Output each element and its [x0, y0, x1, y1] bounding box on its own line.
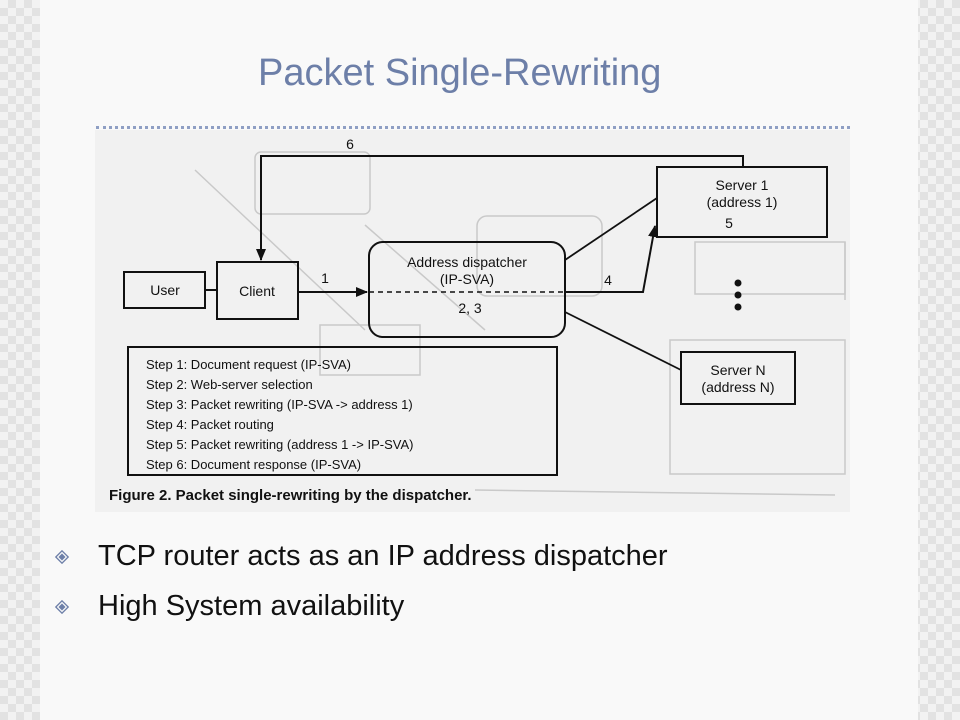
server-1-title: Server 1: [716, 177, 769, 193]
ghost-client-box: [694, 241, 846, 295]
steps-box: [127, 346, 558, 476]
step-1: Step 1: Document request (IP-SVA): [146, 357, 351, 372]
dispatcher-address: (IP-SVA): [440, 271, 494, 287]
user-label: User: [150, 282, 180, 298]
scan-bleed-through: [194, 151, 846, 496]
line-dispatcher-server-n: [564, 311, 682, 371]
figure-diagram: User Client Address dispatcher (IP-SVA) …: [109, 136, 846, 504]
arrow-server-to-client: [256, 155, 744, 261]
bullet-item: High System availability: [52, 584, 668, 634]
step-5: Step 5: Packet rewriting (address 1 -> I…: [146, 437, 413, 452]
ghost-line-a: [194, 169, 366, 331]
server-n-address: (address N): [701, 379, 774, 395]
server-ellipsis-dot-3: [734, 303, 742, 311]
diamond-bullet-icon: [55, 600, 69, 614]
title-divider: [96, 126, 850, 129]
bullet-text: TCP router acts as an IP address dispatc…: [98, 540, 668, 572]
arrow-dispatcher-to-server-1: [565, 225, 658, 293]
server-ellipsis-dot-2: [734, 291, 742, 299]
server-1-step: 5: [725, 215, 733, 231]
arrow-6-label: 6: [346, 136, 354, 152]
server-n-box: [680, 351, 796, 405]
ghost-caption-line: [474, 489, 836, 496]
server-n-title: Server N: [710, 362, 765, 378]
server-1-address: (address 1): [707, 194, 778, 210]
slide-title: Packet Single-Rewriting: [258, 52, 662, 94]
step-3: Step 3: Packet rewriting (IP-SVA -> addr…: [146, 397, 413, 412]
client-label: Client: [239, 283, 275, 299]
bullet-list: TCP router acts as an IP address dispatc…: [52, 534, 668, 634]
step-4: Step 4: Packet routing: [146, 417, 274, 432]
ghost-steps-box: [669, 339, 846, 475]
dispatcher-steps: 2, 3: [458, 300, 482, 316]
diamond-bullet-icon: [55, 550, 69, 564]
bullet-item: TCP router acts as an IP address dispatc…: [52, 534, 668, 584]
dispatcher-box: [368, 241, 566, 338]
arrow-1-label: 1: [321, 270, 329, 286]
line-dispatcher-server-1: [564, 197, 658, 261]
server-ellipsis-dot-1: [734, 279, 742, 287]
step-2: Step 2: Web-server selection: [146, 377, 313, 392]
arrow-4-label: 4: [604, 272, 612, 288]
figure-caption: Figure 2. Packet single-rewriting by the…: [109, 487, 472, 504]
step-6: Step 6: Document response (IP-SVA): [146, 457, 361, 472]
bullet-text: High System availability: [98, 590, 405, 622]
ghost-server-box: [254, 151, 371, 215]
dispatcher-figure: User Client Address dispatcher (IP-SVA) …: [95, 130, 850, 512]
dispatcher-title: Address dispatcher: [407, 254, 527, 270]
ghost-dispatcher-box: [476, 215, 603, 297]
